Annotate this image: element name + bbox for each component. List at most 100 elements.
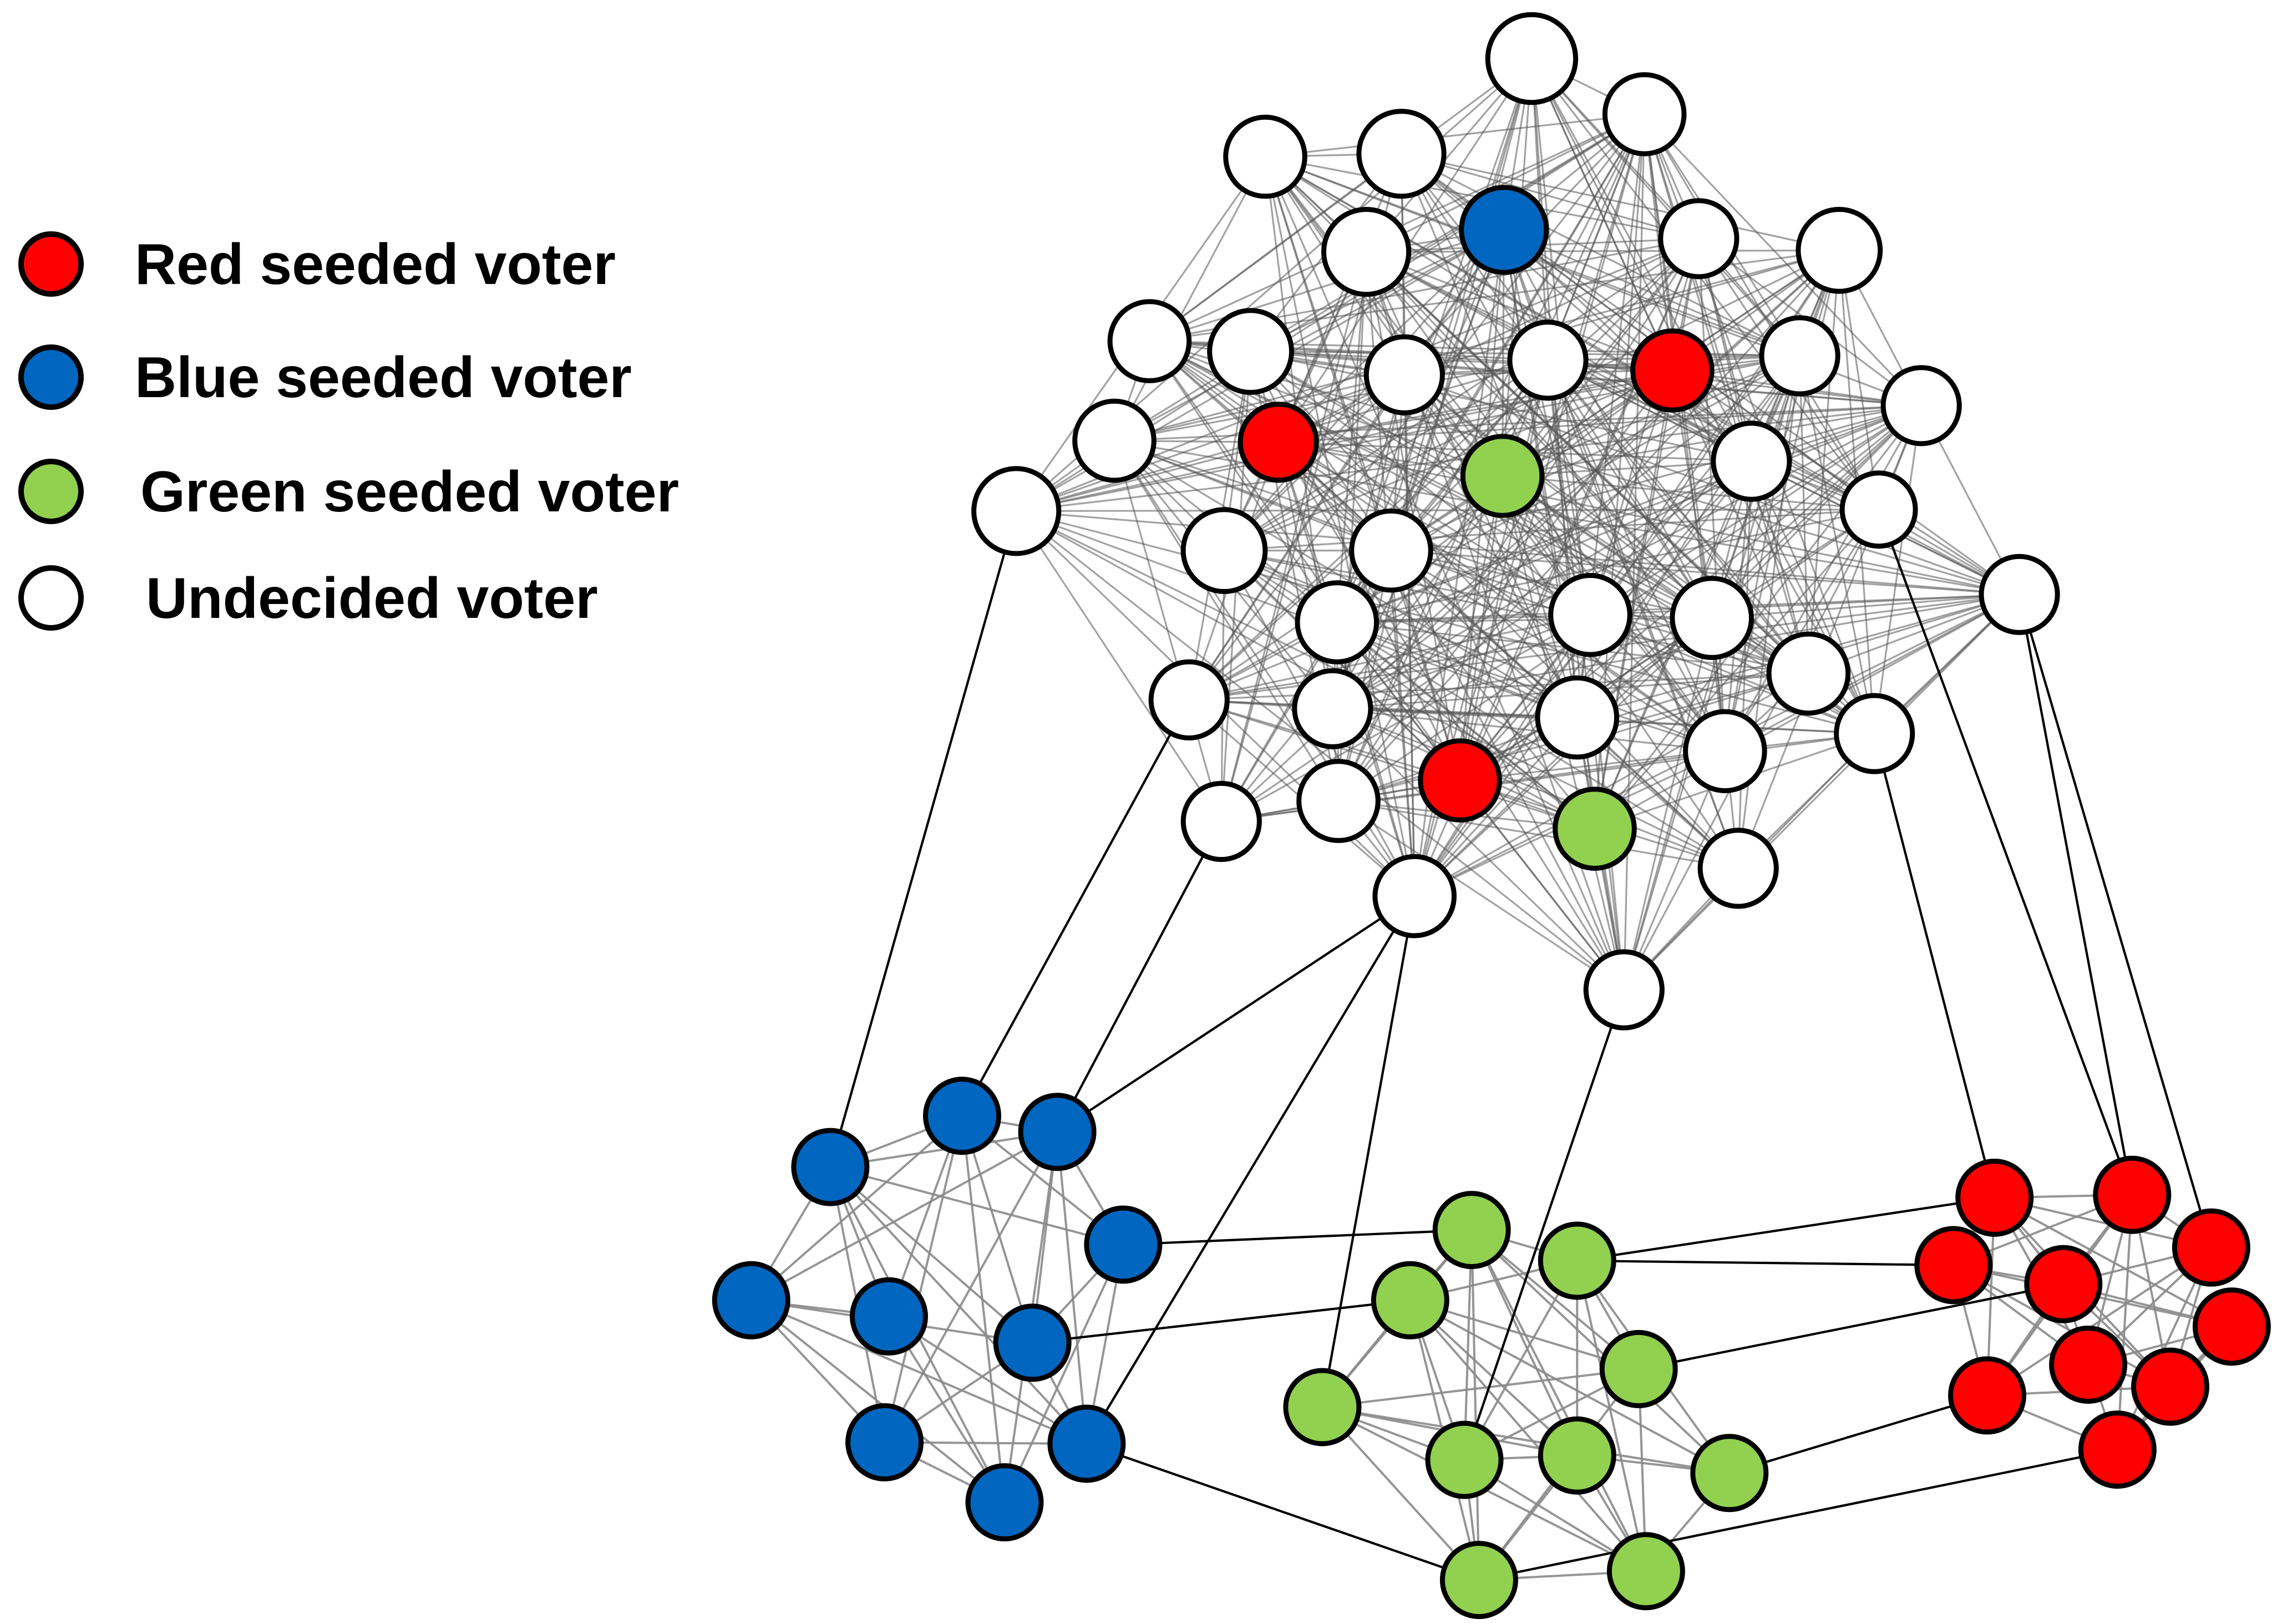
cluster-edge [1470,1229,1647,1572]
cluster-edge [830,1166,1124,1246]
blue-voter-node [923,1077,1001,1155]
green-voter-node [1432,1191,1511,1270]
legend-item-red: Red seeded voter [16,229,792,306]
dense-edge [1531,58,1880,510]
red-voter-node [2093,1155,2172,1234]
green-voter-swatch [18,459,84,524]
cluster-edge [1986,1246,2212,1397]
dense-edge [1114,229,1505,442]
dense-edge [1332,460,1752,710]
undecided-voter-node [1180,507,1268,594]
dense-edge [1459,475,1504,781]
dense-edge [1401,153,1699,240]
green-voter-node [1599,1329,1678,1408]
undecided-voter-node [1766,631,1851,716]
dense-edge [1337,238,1700,801]
cluster-edge [1322,1406,1730,1474]
bridge-edge [1463,989,1625,1460]
blue-voter-node [965,1463,1044,1542]
red-voter-node [1418,738,1502,823]
undecided-voter-node [1321,207,1412,297]
dense-edge [1401,153,1673,372]
bridge-edge [1056,821,1223,1133]
undecided-voter-node [1223,114,1307,199]
blue-voter-node [1018,1093,1097,1171]
undecided-voter-swatch [18,565,84,631]
dense-edge [1459,780,1625,991]
dense-edge [1502,475,1879,511]
cluster-edge [829,1166,1033,1344]
dense-edge [1278,404,1921,443]
undecided-voter-node [1072,398,1157,483]
bridge-edge [1032,1299,1411,1344]
blue-voter-node [791,1128,870,1206]
dense-edge [1413,475,1504,897]
cluster-edge [1576,1260,1647,1572]
undecided-voter-node [971,466,1062,556]
dense-edge [1623,593,2020,991]
dense-edge [1391,550,1712,619]
dense-edge [1224,359,1549,551]
bridge-edge [1086,1443,1480,1581]
dense-edge [1590,614,1875,735]
green-voter-node [1425,1420,1504,1499]
dense-edge [1332,250,1840,709]
undecided-voter-node [1839,470,1918,549]
cluster-edge [883,1131,1058,1443]
red-voter-node [1955,1159,2034,1237]
undecided-voter-node [1363,334,1445,415]
undecided-voter-node [1670,576,1754,660]
dense-edge [1502,475,1809,674]
dense-edge [1332,708,1739,869]
bridge-edge [1577,1259,1954,1267]
bridge-edge [1638,1283,2064,1371]
cluster-edge [750,1130,1058,1302]
red-voter-node [2192,1287,2271,1366]
red-voter-node [2131,1347,2209,1426]
blue-voter-node [845,1403,924,1481]
cluster-edge [829,1166,1088,1445]
dense-edge [1502,475,1578,718]
blue-voter-swatch [18,344,84,410]
red-voter-node [1630,328,1715,413]
undecided-voter-node [1107,299,1192,383]
dense-edge [1189,672,1809,701]
dense-edge [1016,374,1405,512]
dense-edge [1337,550,1392,801]
dense-edge [1337,617,1712,623]
dense-edge [1594,370,1673,829]
undecided-voter-node [1834,693,1915,774]
legend: Red seeded voter Blue seeded voter Green… [16,229,792,672]
undecided-voter-node [1180,780,1262,862]
cluster-edge [961,1115,1034,1343]
green-voter-node [1283,1368,1362,1447]
dense-edge [1413,614,1591,897]
undecided-voter-node [1658,198,1740,280]
cluster-edge [750,1115,963,1301]
undecided-voter-node [1759,315,1840,397]
dense-edge [1336,621,1739,869]
network-nodes [712,12,2271,1620]
dense-edge [1332,708,1726,752]
green-voter-node [1538,1221,1616,1300]
dense-edge [1547,359,1713,618]
cluster-edge [1470,1229,1579,1456]
legend-item-blue: Blue seeded voter [16,342,792,419]
bridge-edge [1086,895,1416,1445]
dense-edge [1224,550,1578,719]
blue-voter-node [850,1277,928,1356]
network-edges [750,58,2233,1581]
cluster-edge [1409,1299,1647,1572]
dense-edge [1220,251,1367,822]
dense-edge [1149,153,1402,342]
undecided-voter-node [1207,308,1295,395]
bridge-edge [1321,896,1416,1408]
red-voter-node [1238,402,1319,483]
dense-edge [1016,441,1279,512]
bridge-edge [829,510,1018,1168]
blue-voter-node [1459,185,1549,275]
dense-edge [1113,156,1266,441]
green-voter-node [1606,1532,1685,1611]
dense-edge [1114,440,1875,735]
dense-edge [1390,550,1416,896]
